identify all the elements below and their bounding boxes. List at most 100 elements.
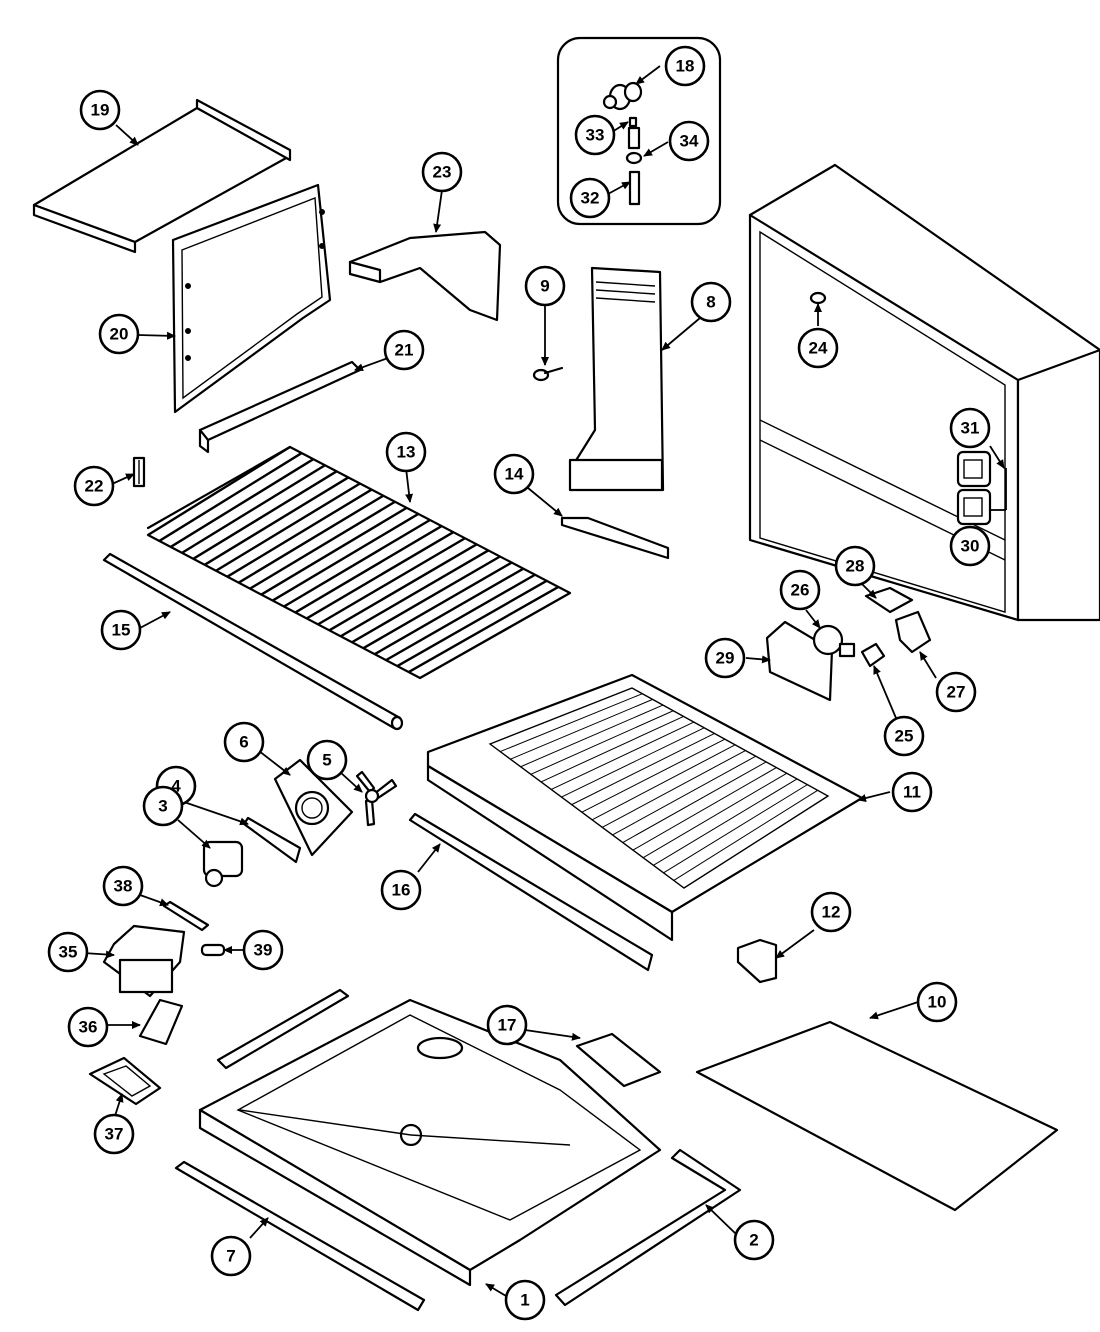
wire-shelf-bar: [158, 452, 303, 542]
callout-39: 39: [242, 929, 284, 971]
crisper-rib: [551, 721, 695, 790]
svg-text:22: 22: [85, 477, 104, 496]
callout-5: 5: [306, 739, 348, 781]
part-16-rail: [408, 812, 654, 972]
svg-text:32: 32: [581, 189, 600, 208]
callout-22: 22: [73, 465, 115, 507]
part-9-screw: [532, 366, 564, 382]
svg-text:30: 30: [961, 537, 980, 556]
wire-shelf-bar: [181, 464, 326, 554]
callout-15: 15: [100, 609, 142, 651]
svg-text:23: 23: [433, 163, 452, 182]
svg-text:29: 29: [716, 649, 735, 668]
callout-20: 20: [98, 313, 140, 355]
crisper-rib: [673, 789, 818, 881]
crisper-rib: [581, 738, 726, 813]
callout-28: 28: [834, 545, 876, 587]
crisper-rib: [591, 744, 736, 821]
svg-text:16: 16: [392, 881, 411, 900]
svg-text:28: 28: [846, 557, 865, 576]
part-rail-left: [216, 988, 350, 1070]
crisper-rib: [500, 693, 643, 753]
part-38-rod: [162, 900, 210, 932]
svg-text:12: 12: [822, 903, 841, 922]
crisper-rib: [632, 767, 777, 851]
callout-36: 36: [67, 1006, 109, 1048]
wire-shelf-bar: [170, 458, 314, 548]
callout-21: 21: [383, 329, 425, 371]
part-3-thermostat: [202, 840, 244, 888]
part-13-wire-shelf: [146, 445, 572, 680]
svg-text:20: 20: [110, 325, 129, 344]
svg-text:14: 14: [505, 465, 524, 484]
callout-26: 26: [779, 569, 821, 611]
svg-text:5: 5: [322, 751, 331, 770]
crisper-rib: [510, 698, 653, 760]
wire-shelf-bar: [226, 488, 373, 578]
wire-shelf-bar: [340, 549, 489, 638]
part-22-clip: [132, 456, 146, 488]
svg-text:2: 2: [749, 1231, 758, 1250]
callout-33: 33: [574, 114, 616, 156]
part-23-duct: [348, 230, 502, 322]
part-37-frame: [88, 1056, 162, 1106]
wire-shelf-bar: [351, 555, 501, 644]
part-26-bulb: [812, 624, 856, 658]
part-36-grille: [138, 998, 184, 1046]
svg-text:9: 9: [540, 277, 549, 296]
svg-text:21: 21: [395, 341, 414, 360]
crisper-rib: [653, 778, 798, 866]
crisper-rib: [520, 704, 664, 768]
callout-2: 2: [733, 1219, 775, 1261]
svg-text:8: 8: [706, 293, 715, 312]
crisper-rib: [571, 733, 715, 806]
wire-shelf-bar: [374, 567, 524, 656]
svg-text:39: 39: [254, 941, 273, 960]
svg-text:36: 36: [79, 1018, 98, 1037]
crisper-rib: [612, 755, 757, 836]
svg-text:3: 3: [158, 797, 167, 816]
part-6-bracket: [273, 758, 354, 857]
callout-14: 14: [493, 453, 535, 495]
callout-31: 31: [949, 407, 991, 449]
crisper-rib: [602, 750, 746, 828]
svg-text:24: 24: [809, 339, 828, 358]
svg-text:25: 25: [895, 727, 914, 746]
svg-text:38: 38: [114, 877, 133, 896]
wire-shelf-bar: [260, 506, 408, 596]
callout-18: 18: [664, 45, 706, 87]
svg-text:7: 7: [226, 1247, 235, 1266]
wire-shelf-bar: [306, 531, 454, 620]
cabinet: [748, 163, 1100, 622]
svg-text:13: 13: [397, 443, 416, 462]
callout-12: 12: [810, 891, 852, 933]
part-14-rail: [560, 516, 670, 560]
part-27-switch: [894, 610, 932, 654]
wire-shelf-bar: [328, 543, 478, 632]
part-10-glass: [695, 1020, 1059, 1212]
svg-text:31: 31: [961, 419, 980, 438]
callout-34: 34: [668, 120, 710, 162]
part-1-base-pan: [198, 998, 662, 1287]
part-4-bracket: [242, 816, 302, 864]
part-31-30-controls: [956, 450, 992, 526]
callout-35: 35: [47, 931, 89, 973]
callout-23: 23: [421, 151, 463, 193]
callout-1: 1: [504, 1279, 546, 1321]
wire-shelf-bar: [215, 482, 361, 572]
crisper-rib: [663, 784, 808, 874]
svg-text:11: 11: [903, 783, 921, 802]
svg-text:4: 4: [171, 777, 181, 796]
wire-shelf-bar: [272, 512, 419, 602]
wire-shelf-bar: [362, 561, 513, 650]
part-17-cover: [575, 1032, 662, 1088]
wire-shelf-bar: [294, 525, 443, 614]
part-25-socket: [860, 642, 886, 668]
svg-text:19: 19: [91, 101, 110, 120]
callout-29: 29: [704, 637, 746, 679]
callout-19: 19: [79, 89, 121, 131]
wire-shelf-bar: [408, 585, 559, 674]
svg-text:17: 17: [498, 1016, 517, 1035]
crisper-rib: [540, 715, 684, 783]
